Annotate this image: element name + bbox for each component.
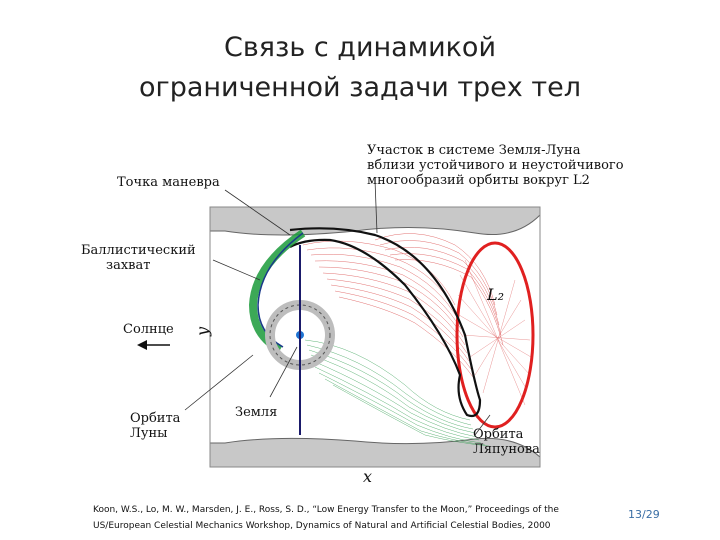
manifold-figure: Точка маневра Баллистический захват Солн… [75,135,675,495]
label-region-line1: Участок в системе Земля-Луна [367,143,581,158]
lyapunov-hatching [457,259,532,406]
forbidden-region-top [210,207,540,236]
label-region-line2: вблизи устойчивого и неустойчивого [367,158,624,173]
y-axis-label: y [193,326,213,337]
label-moon-orbit-line2: Луны [130,426,168,441]
label-lyapunov-line2: Ляпунова [473,442,540,457]
label-ballistic-capture-line1: Баллистический [81,243,196,258]
plot-area [210,207,540,467]
sun-arrow [137,340,170,350]
label-region-line3: многообразий орбиты вокруг L2 [367,173,590,188]
moon-orbit-dashed [269,304,331,366]
citation-line-2: US/European Celestial Mechanics Workshop… [93,521,551,531]
ballistic-capture-arc [248,229,306,354]
label-l2: L₂ [487,285,505,304]
slide-title: Связь с динамикой ограниченной задачи тр… [0,28,720,108]
lyapunov-orbit [455,241,535,429]
forbidden-region-bottom [210,437,540,467]
label-earth: Земля [235,405,278,420]
title-line-2: ограниченной задачи трех тел [139,72,581,103]
x-axis-label: x [363,467,373,486]
label-earth-moon-region: Участок в системе Земля-Луна вблизи усто… [367,143,624,188]
label-ballistic-capture-line2: захват [106,258,151,273]
citation-line-1: Koon, W.S., Lo, M. W., Marsden, J. E., R… [93,505,559,515]
label-moon-orbit-line1: Орбита [130,411,181,426]
citation: Koon, W.S., Lo, M. W., Marsden, J. E., R… [93,502,613,534]
transfer-trajectory [289,227,482,418]
label-sun: Солнце [123,322,174,337]
label-lyapunov-orbit: Орбита Ляпунова [473,427,540,457]
label-ballistic-capture: Баллистический захват [81,243,196,273]
pointer-lines [184,179,491,436]
manifold-diagram [137,179,541,468]
label-lyapunov-line1: Орбита [473,427,524,442]
label-moon-orbit: Орбита Луны [130,411,180,441]
page-number: 13/29 [628,508,660,521]
label-maneuver-point: Точка маневра [117,175,220,190]
title-line-1: Связь с динамикой [224,32,496,63]
